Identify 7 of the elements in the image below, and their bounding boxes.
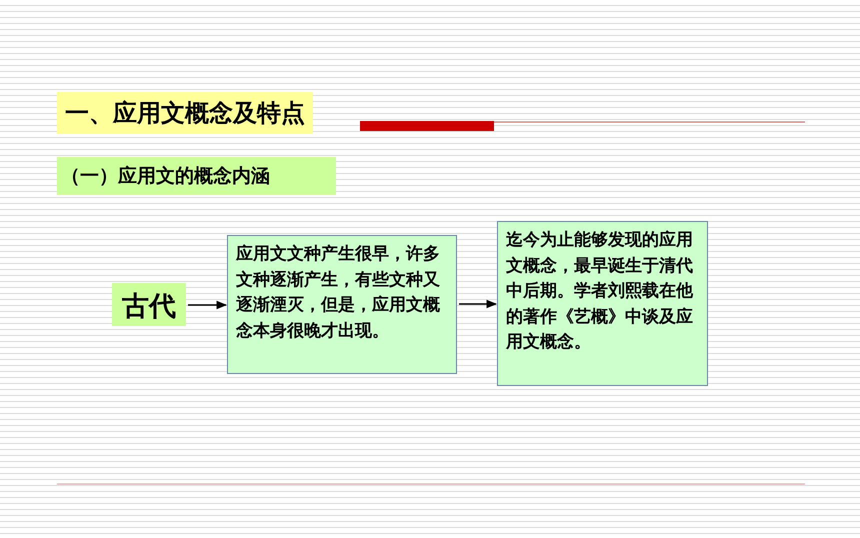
section-heading: 一、应用文概念及特点 (57, 92, 313, 134)
label-box: 古代 (112, 283, 186, 326)
text-box: 应用文文种产生很早，许多文种逐渐产生，有些文种又逐渐湮灭，但是，应用文概念本身很晚才出现。 (227, 235, 457, 374)
arrow (188, 300, 228, 310)
subheading: （一）应用文的概念内涵 (57, 157, 336, 195)
text-box: 迄今为止能够发现的应用文概念，最早诞生于清代中后期。学者刘熙载在他的著作《艺概》中谈及应用文概念。 (497, 221, 708, 386)
arrow (459, 300, 498, 308)
